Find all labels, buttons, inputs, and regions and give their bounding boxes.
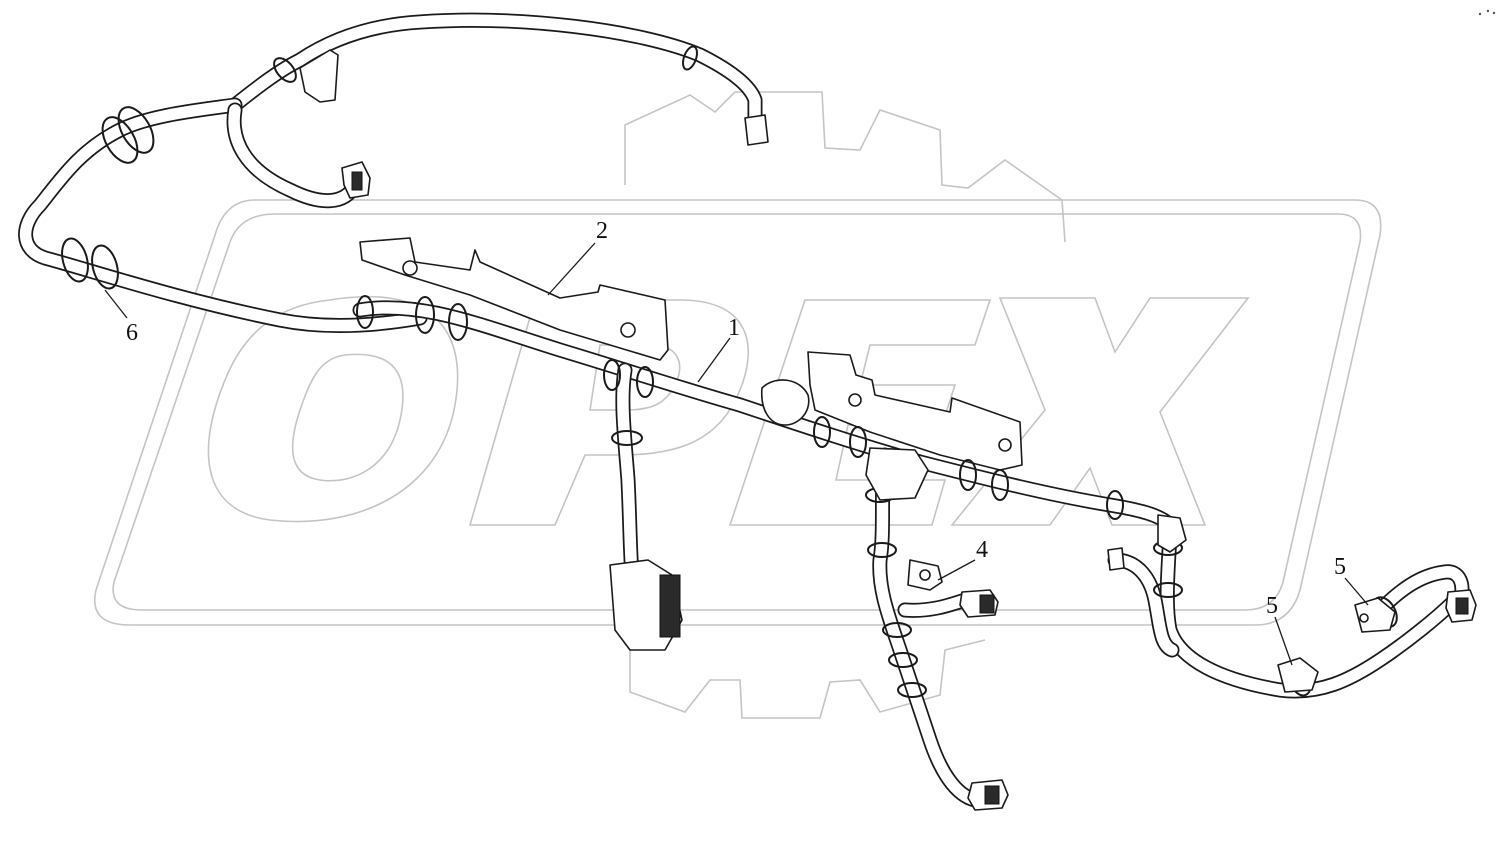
callout-1: 1 — [728, 315, 740, 341]
watermark-panel-inner — [112, 213, 1362, 611]
clamp — [1106, 490, 1124, 520]
left-bracket-hole — [402, 260, 418, 276]
clamp — [117, 106, 155, 154]
leader-1 — [697, 337, 731, 383]
clamp — [682, 45, 698, 71]
corner-mark — [1478, 9, 1496, 16]
watermark-letter-x — [950, 297, 1250, 526]
bracket-5a — [1277, 657, 1319, 693]
bottom-connector-latch — [984, 785, 1000, 805]
clamp — [1153, 582, 1183, 598]
clamp — [415, 296, 435, 334]
left-bracket-hole-2 — [620, 322, 636, 338]
harness-cables — [18, 12, 1470, 809]
leader-5b — [1344, 577, 1369, 606]
hose-clamps — [61, 45, 1398, 698]
clamp — [61, 237, 89, 283]
center-bracket-hole-2 — [998, 438, 1012, 452]
leader-5a — [1274, 616, 1293, 666]
callout-5a: 5 — [1266, 593, 1278, 619]
center-bracket — [807, 351, 1023, 471]
leader-6 — [104, 289, 128, 319]
small-bracket-hole — [919, 569, 931, 581]
clamp — [101, 116, 139, 164]
clamp — [603, 359, 621, 391]
clamp — [813, 416, 831, 448]
watermark-gear-lower — [629, 639, 986, 719]
electrical-connectors — [341, 114, 1477, 811]
clamp — [636, 366, 654, 398]
clamp — [991, 469, 1009, 501]
watermark-panel-outer — [94, 199, 1382, 626]
watermark-gear-outline — [624, 91, 1066, 243]
connector-near-4-latch — [979, 594, 995, 614]
top-end-cap — [744, 114, 769, 146]
callout-2: 2 — [596, 218, 608, 244]
clamp — [91, 244, 119, 290]
callout-4: 4 — [976, 537, 988, 563]
clamp — [897, 682, 927, 698]
right-elbow-fitting — [1157, 514, 1187, 553]
grommet — [760, 379, 810, 426]
clamp — [849, 426, 867, 458]
center-junction-block — [865, 447, 929, 501]
leader-2 — [547, 242, 596, 296]
clamp — [448, 303, 468, 341]
center-bracket-hole — [848, 393, 862, 407]
large-connector-pins — [659, 574, 681, 638]
clamp — [273, 57, 297, 83]
clamp — [867, 542, 897, 558]
clamp — [959, 459, 977, 491]
mounting-brackets — [299, 49, 1023, 591]
top-connector-latch — [351, 171, 363, 191]
watermark-letter-o — [207, 295, 459, 523]
clamp — [882, 622, 912, 638]
callout-labels: 2 1 4 5 5 6 — [126, 218, 1346, 619]
callout-5b: 5 — [1334, 554, 1346, 580]
right-connector-latch — [1455, 597, 1469, 615]
right-stub-cap — [1107, 547, 1125, 571]
clamp — [611, 430, 643, 446]
top-mount-bracket — [299, 49, 339, 103]
bracket-5b-hole — [1359, 613, 1369, 623]
clamp — [888, 652, 918, 668]
callout-leaders — [104, 242, 1369, 666]
left-bracket — [359, 237, 669, 361]
bracket-5b — [1354, 597, 1396, 633]
callout-6: 6 — [126, 320, 138, 346]
leader-4 — [937, 559, 976, 581]
clamp — [356, 295, 374, 329]
